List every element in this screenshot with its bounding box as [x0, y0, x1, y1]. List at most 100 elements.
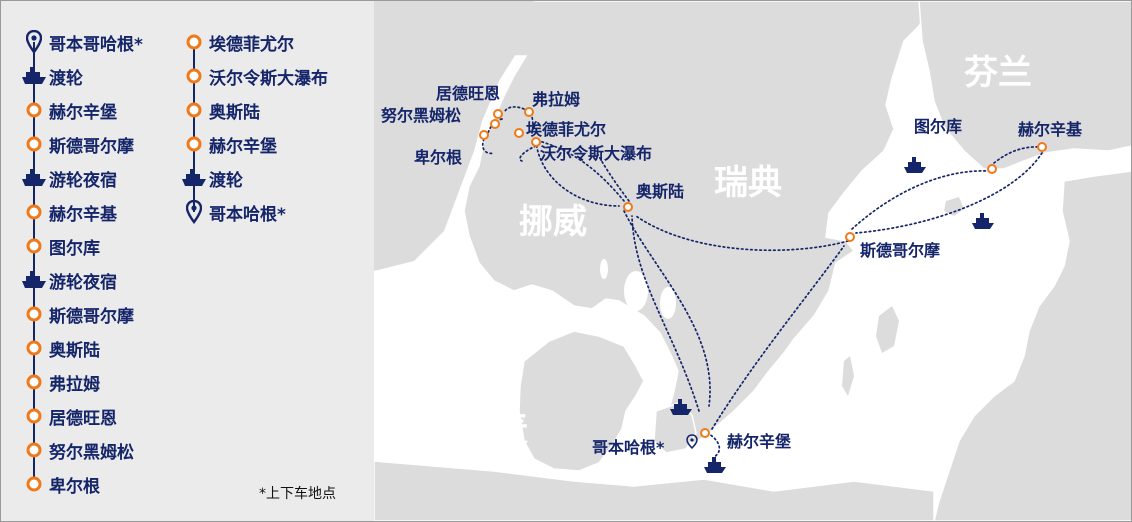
pin-icon — [21, 30, 47, 54]
itinerary-item-label: 奥斯陆 — [209, 102, 260, 123]
itinerary-item-label: 弗拉姆 — [49, 374, 100, 395]
itinerary-item: 图尔库 — [21, 229, 143, 263]
itinerary-item-label: 渡轮 — [49, 68, 83, 89]
itinerary-item: 赫尔辛基 — [21, 195, 143, 229]
stop-circle-icon — [21, 370, 47, 394]
stop-circle-icon — [181, 64, 207, 88]
city-label-flam: 弗拉姆 — [532, 90, 580, 109]
route-copen-helsing — [706, 432, 721, 458]
itinerary-item-label: 图尔库 — [49, 238, 100, 259]
itinerary-item-label: 渡轮 — [209, 170, 243, 191]
norway-west-land — [374, 1, 534, 271]
itinerary-item: 卑尔根 — [21, 467, 143, 501]
itinerary-item: 哥本哥哈根* — [21, 25, 143, 59]
city-label-oslo: 奥斯陆 — [636, 182, 684, 201]
itinerary-item-label: 斯德哥尔摩 — [49, 306, 134, 327]
city-label-helsinki: 赫尔辛基 — [1018, 120, 1083, 139]
itinerary-item-label: 埃德菲尤尔 — [209, 34, 294, 55]
stop-circle-icon — [21, 302, 47, 326]
itinerary-item-label: 努尔黑姆松 — [49, 442, 134, 463]
itinerary-item-label: 哥本哥哈根* — [49, 34, 143, 55]
itinerary-item-label: 游轮夜宿 — [49, 272, 117, 293]
stop-circle-icon — [524, 107, 534, 117]
stop-circle-icon — [181, 30, 207, 54]
south-land — [374, 460, 935, 521]
route-oslo-voring — [538, 140, 625, 202]
itinerary-item-label: 居德旺恩 — [49, 408, 117, 429]
itinerary-connector-line — [193, 42, 195, 212]
stop-circle-icon — [493, 109, 503, 119]
denmark-land — [518, 330, 645, 472]
itinerary-item-label: 斯德哥尔摩 — [49, 136, 134, 157]
east-land — [933, 170, 1131, 521]
country-norway: 挪威 — [519, 202, 587, 242]
city-label-voringsfossen: 沃尔令斯大瀑布 — [540, 144, 652, 163]
itinerary-item: 居德旺恩 — [21, 399, 143, 433]
itinerary-item-label: 沃尔令斯大瀑布 — [209, 68, 328, 89]
stop-circle-icon — [490, 119, 500, 129]
stop-circle-icon — [21, 336, 47, 360]
itinerary-item: 赫尔辛堡 — [21, 93, 143, 127]
city-label-stockholm: 斯德哥尔摩 — [860, 241, 940, 260]
route-eide-flam — [529, 110, 534, 134]
city-dots — [479, 107, 1047, 438]
itinerary-item-label: 游轮夜宿 — [49, 170, 117, 191]
stop-circle-icon — [21, 438, 47, 462]
itinerary-item: 奥斯陆 — [181, 93, 328, 127]
itinerary-item: 游轮夜宿 — [21, 161, 143, 195]
ferry-icon — [704, 457, 726, 473]
ferry-icon — [972, 213, 994, 229]
itinerary-item: 奥斯陆 — [21, 331, 143, 365]
itinerary-item: 哥本哈根* — [181, 195, 328, 229]
country-denmark: 丹麦 — [460, 410, 528, 450]
aland-land — [944, 197, 964, 216]
pin-icon — [686, 434, 698, 450]
route-voring-eide — [519, 145, 537, 162]
ferry-icon — [181, 166, 207, 190]
route-stockholm-turku — [851, 170, 990, 230]
itinerary-item: 赫尔辛堡 — [181, 127, 328, 161]
stop-circle-icon — [623, 202, 633, 212]
city-label-nordheimsund: 努尔黑姆松 — [381, 106, 461, 125]
itinerary-legend: 哥本哥哈根*渡轮赫尔辛堡斯德哥尔摩游轮夜宿赫尔辛基图尔库游轮夜宿斯德哥尔摩奥斯陆… — [1, 1, 374, 521]
city-label-helsingborg: 赫尔辛堡 — [727, 432, 791, 451]
itinerary-item: 弗拉姆 — [21, 365, 143, 399]
ferry-icon — [670, 399, 692, 415]
lake-small — [600, 259, 608, 279]
itinerary-item: 沃尔令斯大瀑布 — [181, 59, 328, 93]
itinerary-item: 渡轮 — [21, 59, 143, 93]
country-sweden: 瑞典 — [714, 163, 782, 203]
route-helsinki-stockholm — [855, 152, 1043, 234]
stop-circle-icon — [21, 234, 47, 258]
itinerary-item-label: 哥本哈根* — [209, 204, 286, 225]
city-label-eidfjord: 埃德菲尤尔 — [526, 120, 606, 139]
route-flam-voring — [595, 150, 630, 202]
lake-vanern — [624, 271, 648, 311]
stop-circle-icon — [21, 200, 47, 224]
itinerary-item-label: 奥斯陆 — [49, 340, 100, 361]
stop-circle-icon — [531, 137, 541, 147]
itinerary-item: 斯德哥尔摩 — [21, 297, 143, 331]
itinerary-item: 游轮夜宿 — [21, 263, 143, 297]
itinerary-item: 渡轮 — [181, 161, 328, 195]
stop-circle-icon — [21, 132, 47, 156]
lake-vattern — [660, 287, 676, 319]
itinerary-item-label: 赫尔辛堡 — [49, 102, 117, 123]
finland-land — [918, 1, 1131, 170]
route-nord-bergen — [481, 138, 495, 155]
stop-circle-icon — [181, 132, 207, 156]
itinerary-item-label: 赫尔辛堡 — [209, 136, 277, 157]
route-lines — [481, 106, 1043, 458]
city-label-gudvangen: 居德旺恩 — [436, 84, 500, 103]
stop-circle-icon — [21, 472, 47, 496]
route-turku-helsinki — [993, 146, 1042, 164]
gotland-land — [876, 306, 899, 353]
route-stockholm-oslo — [635, 215, 849, 252]
itinerary-item-label: 卑尔根 — [49, 476, 100, 497]
stop-circle-icon — [21, 404, 47, 428]
ferry-icon — [21, 166, 47, 190]
ferry-icon — [21, 64, 47, 88]
pin-icon — [181, 200, 207, 224]
stop-circle-icon — [479, 130, 489, 140]
